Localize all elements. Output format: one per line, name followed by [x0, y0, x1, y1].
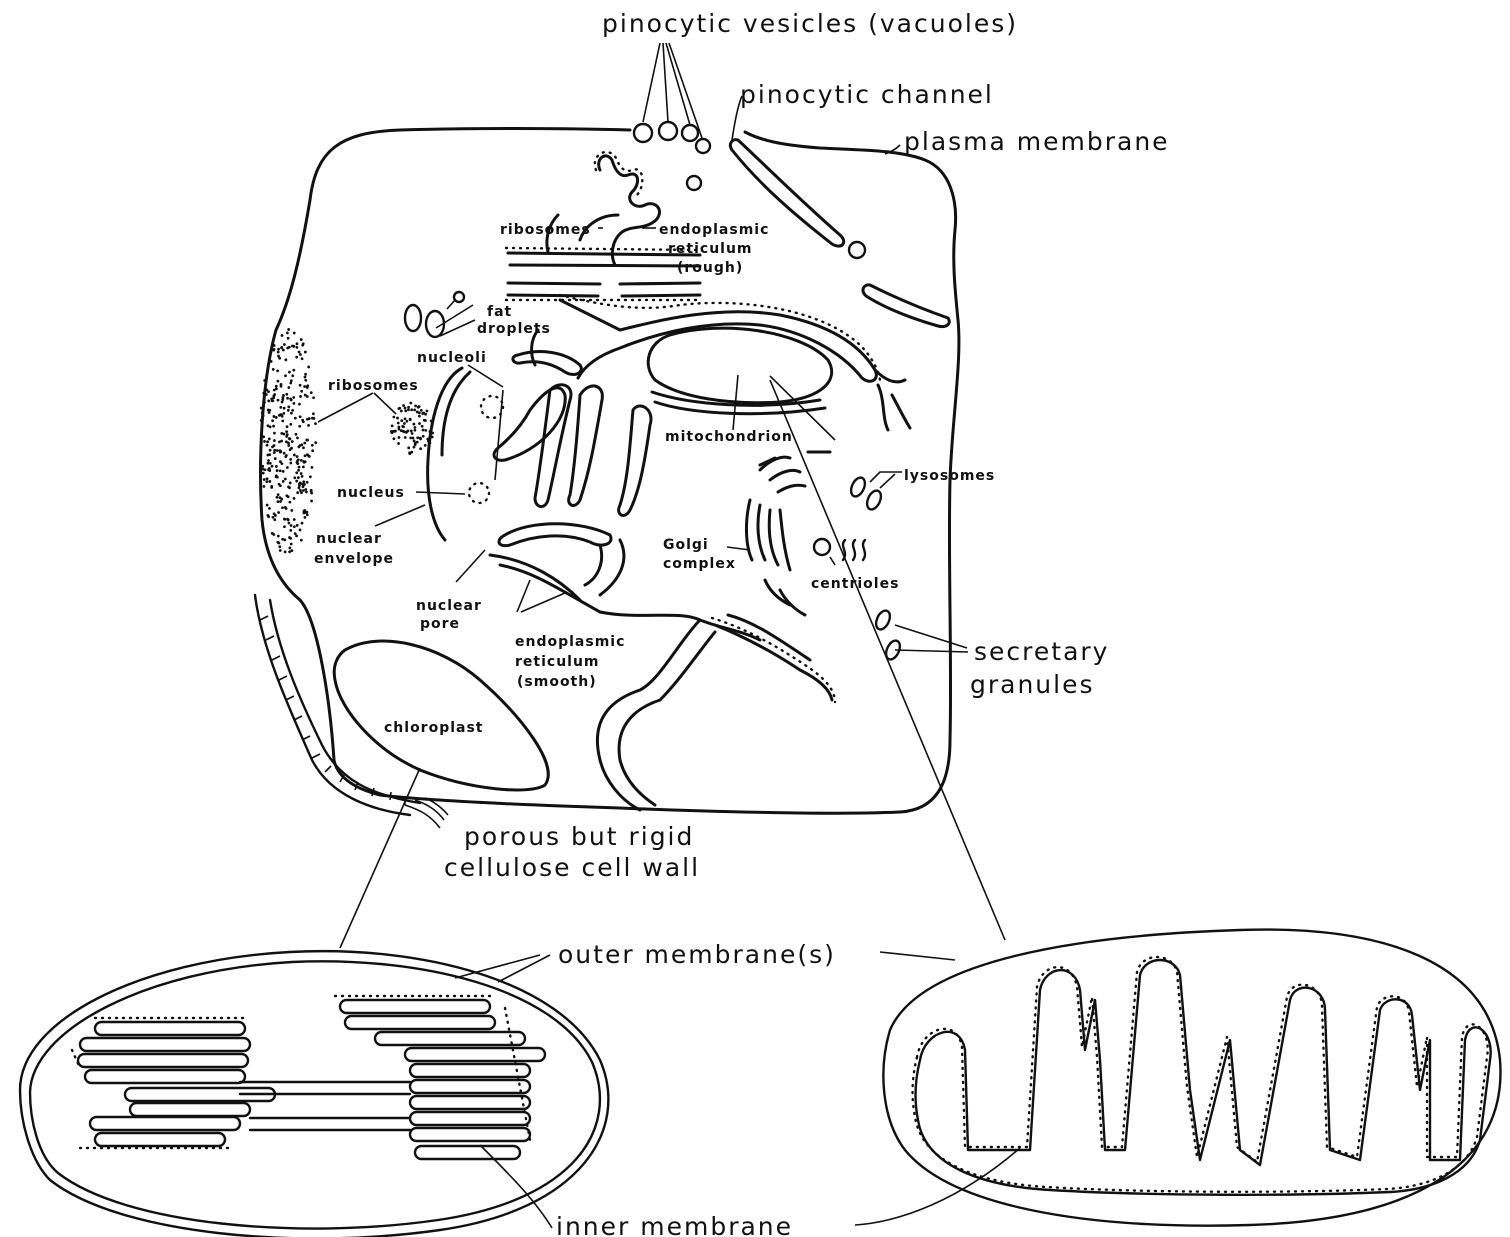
label-nuclear-pore-2: pore — [420, 616, 460, 632]
label-golgi-2: complex — [663, 556, 736, 572]
label-nucleus: nucleus — [337, 485, 405, 501]
label-ribosomes-left: ribosomes — [328, 378, 419, 394]
label-chloroplast: chloroplast — [384, 720, 484, 736]
labels: pinocytic vesicles (vacuoles) pinocytic … — [314, 9, 1170, 1237]
label-er-rough-3: (rough) — [677, 260, 743, 276]
label-secretary-2: granules — [970, 670, 1095, 699]
label-ribosomes-top: ribosomes — [500, 222, 591, 238]
smooth-er — [490, 352, 835, 810]
label-nuclear-envelope-2: envelope — [314, 551, 394, 567]
label-pinocytic-channel: pinocytic channel — [740, 80, 994, 109]
centrioles — [814, 539, 865, 560]
label-cell-wall-1: porous but rigid — [464, 822, 694, 851]
label-lysosomes: lysosomes — [904, 468, 995, 484]
label-fat-1: fat — [487, 304, 512, 320]
leader-lines — [318, 43, 1020, 1228]
label-centrioles: centrioles — [811, 576, 899, 592]
label-mitochondrion: mitochondrion — [665, 429, 793, 445]
label-fat-2: droplets — [477, 321, 551, 337]
label-pinocytic-vesicles: pinocytic vesicles (vacuoles) — [602, 9, 1018, 38]
label-nuclear-pore-1: nuclear — [416, 598, 482, 614]
cell-outline — [261, 129, 959, 814]
label-er-rough-2: reticulum — [668, 241, 753, 257]
label-cell-wall-2: cellulose cell wall — [444, 853, 700, 882]
label-outer-membrane: outer membrane(s) — [558, 940, 836, 969]
label-nucleoli: nucleoli — [417, 350, 487, 366]
label-secretary-1: secretary — [974, 637, 1109, 666]
label-plasma-membrane: plasma membrane — [904, 127, 1170, 156]
chloroplast-large — [20, 951, 608, 1237]
mitochondrion-small — [648, 328, 831, 414]
label-er-rough-1: endoplasmic — [659, 222, 769, 238]
label-er-smooth-2: reticulum — [515, 654, 600, 670]
nucleus — [428, 368, 503, 540]
fat-droplets — [405, 292, 464, 337]
lysosomes — [848, 475, 883, 511]
ribosome-cluster — [259, 328, 434, 553]
label-golgi-1: Golgi — [663, 537, 709, 553]
label-inner-membrane: inner membrane — [556, 1212, 793, 1237]
label-er-smooth-1: endoplasmic — [515, 634, 625, 650]
label-er-smooth-3: (smooth) — [517, 674, 597, 690]
rough-er-right — [532, 295, 910, 430]
label-nuclear-envelope-1: nuclear — [316, 531, 382, 547]
